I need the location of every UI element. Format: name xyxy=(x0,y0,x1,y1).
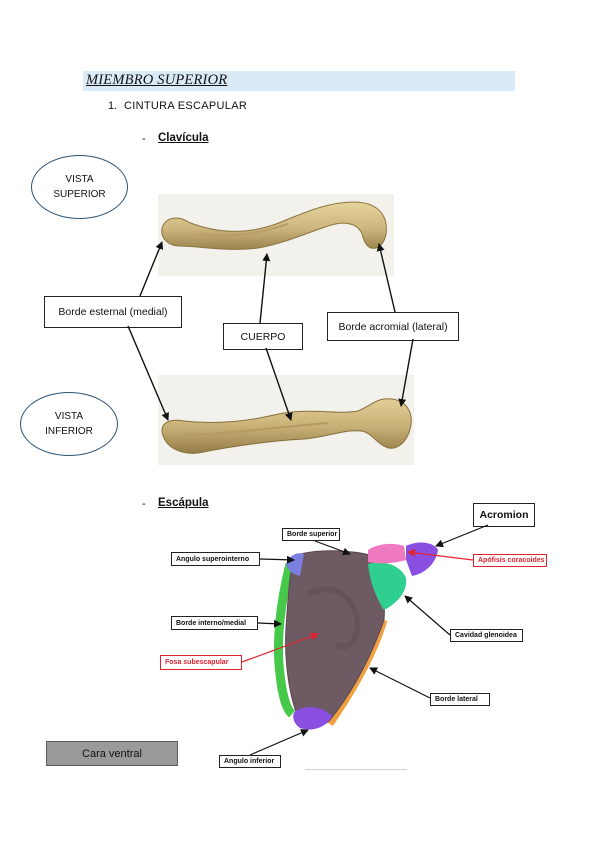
clavicle-superior-photo xyxy=(158,194,394,276)
arrow-cuerpo-inferior xyxy=(265,347,293,421)
arrow-cuerpo-superior xyxy=(259,253,271,324)
cara-ventral-button[interactable]: Cara ventral xyxy=(46,741,178,766)
arrow-angulo-inferior xyxy=(249,729,309,756)
title-highlight xyxy=(83,71,515,91)
arrow-borde-interno xyxy=(257,619,282,628)
arrow-esternal-superior xyxy=(139,241,164,297)
label-borde-interno-medial: Borde interno/medial xyxy=(171,616,258,630)
page-title: MIEMBRO SUPERIOR xyxy=(86,72,228,88)
label-apofisis-coracoides: Apófisis coracoides xyxy=(473,554,547,567)
arrow-borde-lateral xyxy=(369,667,431,699)
label-angulo-superointerno: Angulo superointerno xyxy=(171,552,260,566)
arrow-esternal-inferior xyxy=(127,325,169,421)
arrow-acromial-inferior xyxy=(398,338,414,407)
vista-inferior-oval: VISTA INFERIOR xyxy=(20,392,118,456)
list-number: 1. xyxy=(108,100,118,112)
arrow-acromial-superior xyxy=(376,243,396,313)
label-borde-acromial: Borde acromial (lateral) xyxy=(327,312,459,341)
clavicle-superior-illustration xyxy=(161,201,387,250)
label-borde-esternal: Borde esternal (medial) xyxy=(44,296,182,328)
arrow-cavidad-glenoidea xyxy=(404,595,451,636)
label-angulo-inferior: Angulo inferior xyxy=(219,755,281,768)
clavicle-inferior-illustration xyxy=(161,398,412,454)
bullet-dash: - xyxy=(142,133,146,145)
arrow-angulo-superointerno xyxy=(259,555,295,564)
bullet-dash: - xyxy=(142,498,146,510)
section-title-escapula: Escápula xyxy=(158,497,209,509)
label-fosa-subescapular: Fosa subescapular xyxy=(160,655,242,670)
section-title-clavicula: Clavícula xyxy=(158,132,209,144)
arrow-acromion xyxy=(435,524,489,548)
label-cavidad-glenoidea: Cavidad glenoidea xyxy=(450,629,523,642)
label-acromion: Acromion xyxy=(473,503,535,527)
label-borde-lateral: Borde lateral xyxy=(430,693,490,706)
arrow-fosa-subescapular xyxy=(241,632,319,663)
divider xyxy=(305,769,407,770)
label-borde-superior: Borde superior xyxy=(282,528,340,541)
list-item-cintura-escapular: CINTURA ESCAPULAR xyxy=(124,100,248,112)
vista-superior-oval: VISTA SUPERIOR xyxy=(31,155,128,219)
label-cuerpo: CUERPO xyxy=(223,323,303,350)
arrow-apofisis-coracoides xyxy=(407,548,474,561)
arrow-borde-superior xyxy=(314,540,351,556)
